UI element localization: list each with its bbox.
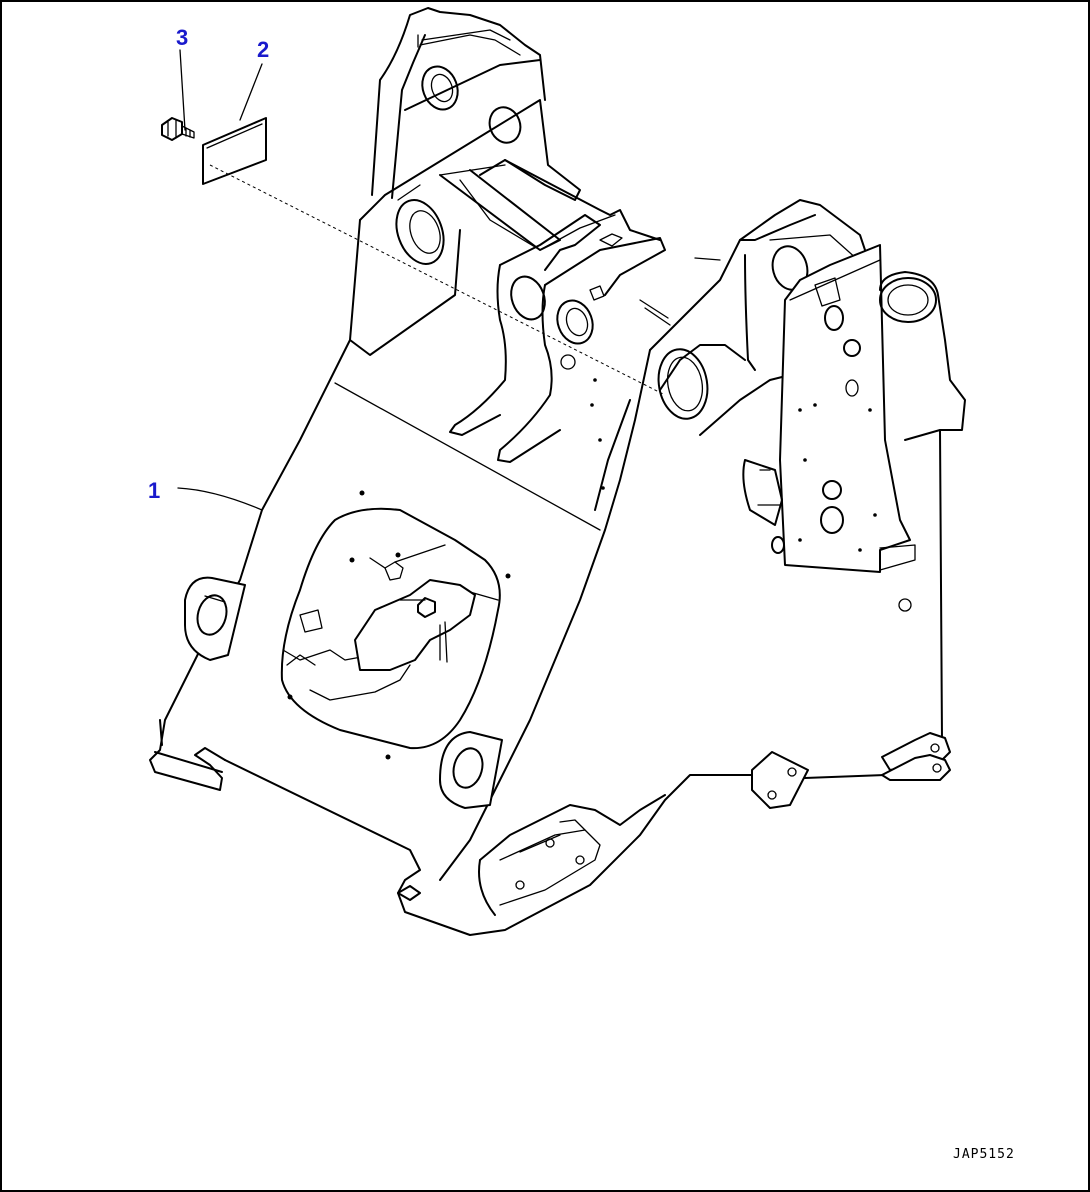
leader-line-1 [177, 487, 263, 511]
clevis-bracket-part [881, 732, 951, 781]
callout-3: 3 [176, 25, 189, 50]
leader-lines [177, 49, 263, 511]
main-frame-part [149, 7, 966, 936]
callout-2: 2 [257, 37, 270, 62]
leader-line-3 [179, 49, 186, 131]
drawing-code: JAP5152 [953, 1147, 1015, 1162]
assembly-line [209, 164, 666, 396]
plate-part [202, 117, 267, 185]
hinge-plate-part [751, 751, 809, 809]
leader-line-2 [239, 63, 263, 121]
callout-1: 1 [148, 478, 161, 503]
bolt-part [161, 117, 195, 141]
